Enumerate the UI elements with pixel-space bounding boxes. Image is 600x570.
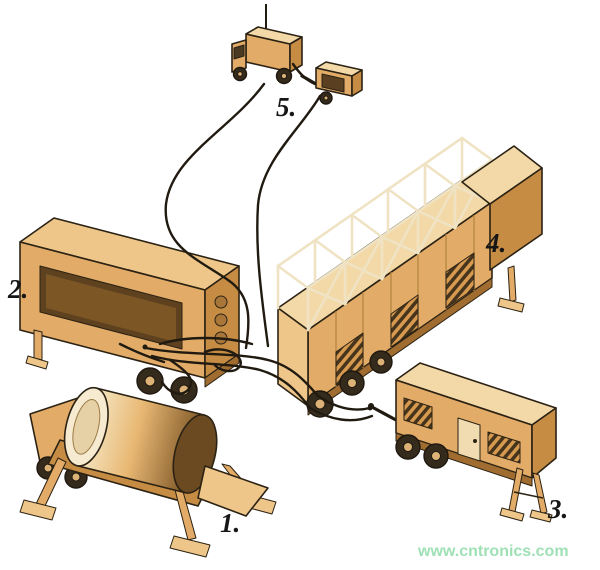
cable-junction-1 [144,346,320,398]
cable-runs [118,82,374,422]
cable-junction-dot [142,344,148,350]
trailer-wheel-hub [323,95,329,101]
door-handle [473,439,477,443]
cabin-recess-inner [46,274,176,342]
tow-bar [370,405,398,422]
gen-wheels [395,434,449,469]
watermark-text: www.cntronics.com [417,543,569,560]
cable-to-unit3-a [316,394,372,411]
gen-end [531,407,557,479]
cable-unit2-out [118,342,166,364]
cable-loop-unit1 [160,358,193,395]
outrigger-foot-left [19,499,57,521]
outrigger-foot-front [169,535,211,558]
front-support-foot [497,297,525,313]
trailer-end [351,69,363,97]
jack-foot [25,355,49,370]
cable-junction-2 [150,354,312,410]
vent-grille-right [487,431,521,464]
truck-windshield [233,44,245,60]
support-leg-b [532,472,548,515]
cable-unit5-left [164,82,266,350]
label-unit-5: 5. [276,92,296,122]
cable-junction-3 [158,336,254,346]
gen-door [457,417,481,462]
cab-box-side [489,167,543,271]
leg-crossbar [513,491,544,499]
cable-squiggle [203,348,242,373]
lattice-frame [276,136,494,332]
truck-wheels [232,66,293,85]
cable-truck-to-trailer [291,62,317,86]
trailer-grille [321,73,345,93]
label-unit-2: 2. [7,274,28,304]
hitch [368,403,374,409]
label-unit-3: 3. [547,494,568,524]
cable-to-unit3-b [308,406,374,422]
unit-1-radar-trailer [19,386,277,558]
unit-2-cabin-trailer [19,217,240,404]
front-support-leg [507,265,517,303]
side-vent-grilles [335,252,475,386]
vent-grille-left [403,397,433,430]
label-unit-1: 1. [220,508,240,538]
support-foot-a [499,507,525,522]
unit-3-generator-trailer [368,362,557,523]
jack-leg [33,329,43,361]
cable-unit5-right [256,94,322,348]
label-unit-4: 4. [485,228,506,258]
unit-5-comms-truck [231,4,303,85]
cabin-portholes [214,295,228,345]
support-foot-b [529,509,553,523]
front-ramp [197,465,269,517]
